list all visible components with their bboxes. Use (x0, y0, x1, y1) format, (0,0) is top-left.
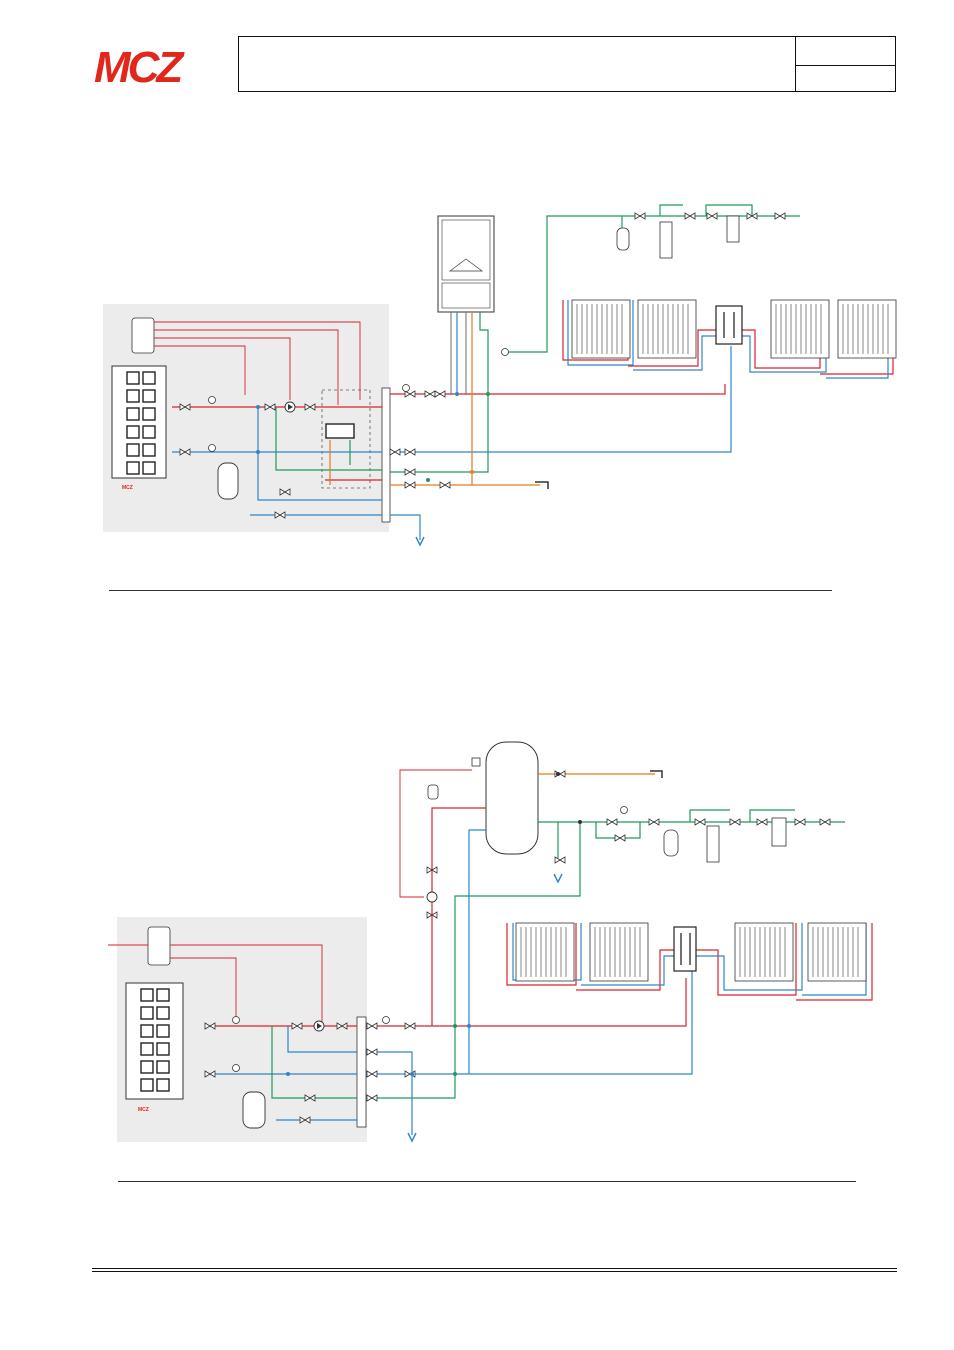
radiator (589, 922, 649, 982)
separator-line (109, 590, 832, 591)
mcz-logo: MCZ (94, 43, 188, 88)
drain-icon (415, 536, 425, 547)
stove-unit: MCZ (125, 982, 184, 1113)
radiator (515, 922, 575, 982)
filter (726, 215, 740, 243)
wall-boiler (437, 215, 495, 313)
drain-icon (407, 1132, 417, 1143)
heat-exchanger (325, 423, 355, 439)
header-page-cell (795, 66, 896, 92)
vessel (663, 829, 679, 857)
svg-text:MCZ: MCZ (122, 485, 133, 491)
control-unit (131, 317, 155, 354)
svg-text:MCZ: MCZ (138, 1107, 149, 1113)
manifold-bar (356, 1016, 367, 1128)
filter (771, 817, 787, 847)
drain-icon (553, 873, 563, 884)
manifold-bar (381, 387, 391, 523)
radiator (770, 299, 830, 359)
water-softener (659, 221, 673, 259)
tap-icon (535, 481, 549, 489)
expansion-vessel (217, 462, 239, 500)
control-unit (147, 926, 171, 966)
header-title-box (238, 36, 896, 92)
radiator (734, 922, 794, 982)
radiator (807, 922, 867, 982)
storage-tank (485, 741, 539, 855)
separator-line (118, 1181, 856, 1182)
expansion-vessel (242, 1091, 266, 1129)
radiator (637, 299, 697, 359)
radiator (837, 299, 897, 359)
scheme-1: MCZ (103, 204, 897, 547)
circulation-pump (426, 891, 438, 903)
svg-text:MCZ: MCZ (94, 43, 185, 88)
vessel (616, 227, 630, 251)
manifold (673, 926, 697, 972)
stove-unit: MCZ (111, 365, 167, 491)
radiator (571, 299, 631, 359)
header-code-cell (795, 36, 896, 66)
footer-rule (92, 1268, 897, 1272)
manifold (715, 305, 743, 345)
water-softener (706, 825, 720, 863)
tap-icon (650, 770, 663, 778)
scheme-2: MCZ (108, 741, 873, 1143)
header-info-box (795, 36, 896, 92)
